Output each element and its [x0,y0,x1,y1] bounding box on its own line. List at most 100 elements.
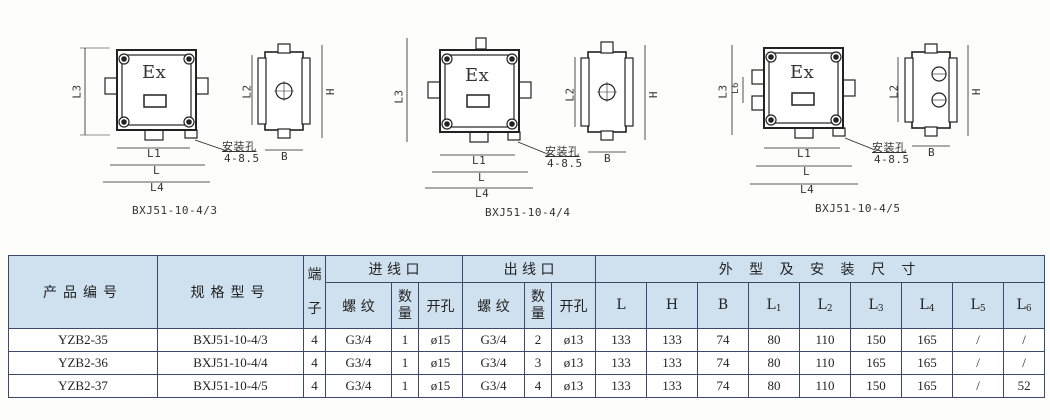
cell-out-hole: ø13 [551,351,597,375]
cell-in-hole: ø15 [417,328,464,352]
table-row: YZB2-35 BXJ51-10-4/3 4 G3/4 1 ø15 G3/4 2… [8,328,1046,352]
cell-dim: 165 [850,351,903,375]
cell-in-hole: ø15 [417,374,464,398]
drawings-svg [80,37,969,189]
cell-in-qty: 1 [391,374,419,398]
cell-dim: 133 [646,328,699,352]
header-terminal: 端子 [303,255,326,329]
dim-l2: L2 [240,84,254,99]
cell-dim: / [952,328,1005,352]
header-dim: L4 [901,282,954,329]
header-dim: L2 [799,282,852,329]
header-product-no: 产品编号 [8,255,158,329]
cell-in-thread: G3/4 [325,351,392,375]
cell-model: BXJ51-10-4/3 [157,328,304,352]
hole-note-size: 4-8.5 [224,152,260,165]
cell-dim: 133 [595,328,648,352]
table-row: YZB2-36 BXJ51-10-4/4 4 G3/4 1 ø15 G3/4 3… [8,351,1046,375]
table-row: YZB2-37 BXJ51-10-4/5 4 G3/4 1 ø15 G3/4 4… [8,374,1046,398]
cell-dim: 110 [799,374,852,398]
drawing-4-3 [80,43,323,183]
dim-l4: L4 [475,187,490,200]
header-dim: L5 [952,282,1005,329]
header-out-qty: 数量 [524,282,553,329]
hole-note-size: 4-8.5 [547,157,583,170]
header-dimensions: 外 型 及 安 装 尺 寸 [595,255,1046,283]
cell-terminal: 4 [303,351,326,375]
cell-in-hole: ø15 [417,351,464,375]
dim-h: H [970,87,984,96]
dim-h: H [324,87,338,96]
drawing-4-4 [406,37,646,189]
cell-dim: 80 [748,374,801,398]
dim-l2: L2 [887,84,901,99]
cell-in-qty: 1 [391,351,419,375]
cell-dim: 133 [646,374,699,398]
cell-out-thread: G3/4 [462,351,526,375]
dim-l2: L2 [563,87,577,102]
cell-product: YZB2-36 [8,351,158,375]
header-dim: H [646,282,699,329]
header-inlet: 进 线 口 [324,255,464,283]
header-dim: L3 [850,282,903,329]
spec-table-wrapper: 产品编号 规格型号 端子 进 线 口 出 线 口 外 型 及 安 装 尺 寸 螺… [8,255,1046,420]
dim-l6: L6 [730,82,741,94]
cell-terminal: 4 [303,328,326,352]
drawing-caption: BXJ51-10-4/3 [132,204,218,217]
dim-l1: L1 [147,147,162,160]
technical-drawings: Ex L1 L L4 L3 L2 H B 安装孔 4-8.5 BXJ51-10-… [70,37,984,219]
cell-dim: 74 [697,351,750,375]
cell-out-thread: G3/4 [462,374,526,398]
header-out-hole: 开孔 [551,282,597,329]
cell-out-hole: ø13 [551,328,597,352]
dim-l: L [153,164,161,177]
cell-in-qty: 1 [391,328,419,352]
cell-dim: 80 [748,328,801,352]
cell-dim: 80 [748,351,801,375]
hole-note-size: 4-8.5 [874,153,910,166]
dim-l: L [803,165,811,178]
dim-l: L [478,171,486,184]
cell-out-qty: 4 [524,374,553,398]
dim-l3: L3 [70,84,84,99]
cell-product: YZB2-35 [8,328,158,352]
cell-dim: 110 [799,328,852,352]
ex-label: Ex [790,62,815,83]
hole-note-title: 安装孔 [545,145,580,158]
ex-label: Ex [142,62,167,83]
header-dim: L [595,282,648,329]
dim-h: H [647,90,661,99]
cell-dim: / [1003,328,1046,352]
header-dim: L1 [748,282,801,329]
cell-dim: 150 [850,328,903,352]
cell-dim: 165 [901,351,954,375]
cell-out-qty: 3 [524,351,553,375]
hole-note-title: 安装孔 [872,141,907,154]
dim-b: B [928,146,936,159]
cell-dim: 52 [1003,374,1046,398]
cell-product: YZB2-37 [8,374,158,398]
cell-out-thread: G3/4 [462,328,526,352]
header-dim: B [697,282,750,329]
cell-dim: 74 [697,374,750,398]
cell-in-thread: G3/4 [325,374,392,398]
dim-l3: L3 [392,89,406,104]
drawing-caption: BXJ51-10-4/5 [815,202,901,215]
cell-model: BXJ51-10-4/5 [157,374,304,398]
cell-dim: 74 [697,328,750,352]
cell-dim: / [1003,351,1046,375]
cell-dim: 133 [646,351,699,375]
dim-l1: L1 [797,147,812,160]
dim-l4: L4 [800,183,815,196]
dim-l4: L4 [150,181,165,194]
header-outlet: 出 线 口 [462,255,597,283]
dim-b: B [604,152,612,165]
cell-in-thread: G3/4 [325,328,392,352]
drawing-4-5 [731,43,969,185]
cell-dim: 165 [901,328,954,352]
cell-dim: 133 [595,351,648,375]
cell-dim: / [952,351,1005,375]
spec-table: 产品编号 规格型号 端子 进 线 口 出 线 口 外 型 及 安 装 尺 寸 螺… [8,255,1046,398]
cell-dim: 150 [850,374,903,398]
drawing-caption: BXJ51-10-4/4 [485,206,571,219]
